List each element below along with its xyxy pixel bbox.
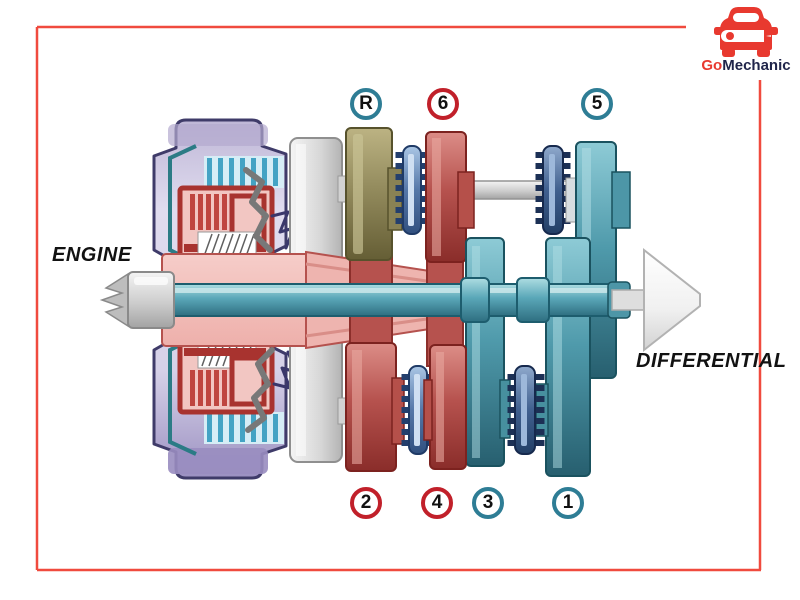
gear-label-reverse: R — [350, 88, 382, 120]
bottom-gear-row — [345, 237, 591, 477]
gear-2 — [345, 342, 405, 472]
splined-tip — [99, 272, 129, 328]
gear-4 — [423, 344, 467, 470]
engine-label: ENGINE — [52, 244, 132, 266]
gear-label-5: 5 — [581, 88, 613, 120]
car-icon — [714, 7, 778, 57]
gear-label-3: 3 — [472, 487, 504, 519]
gear-label-1: 1 — [552, 487, 584, 519]
gear-label-4: 4 — [421, 487, 453, 519]
gear-6 — [425, 131, 475, 263]
gear-label-2: 2 — [350, 487, 382, 519]
logo-wordmark: GoMechanic — [700, 58, 792, 74]
friction-plates-bottom — [204, 412, 284, 444]
differential-label: DIFFERENTIAL — [636, 350, 787, 372]
frame-border — [35, 25, 762, 572]
synchronizer-top-right — [535, 145, 577, 235]
gear-3 — [465, 237, 511, 467]
logo-text-go: Go — [701, 57, 723, 74]
gear-label-6: 6 — [427, 88, 459, 120]
synchronizer-top-left — [395, 145, 429, 235]
reverse-gear — [345, 127, 403, 261]
input-shaft — [99, 271, 175, 329]
logo-text-mechanic: Mechanic — [722, 57, 791, 74]
main-shaft — [151, 277, 631, 323]
synchronizer-bottom-right — [507, 365, 545, 455]
gomechanic-logo: GoMechanic — [700, 6, 792, 74]
output-shaft — [611, 247, 701, 353]
differential-pinion-cone — [643, 247, 701, 353]
